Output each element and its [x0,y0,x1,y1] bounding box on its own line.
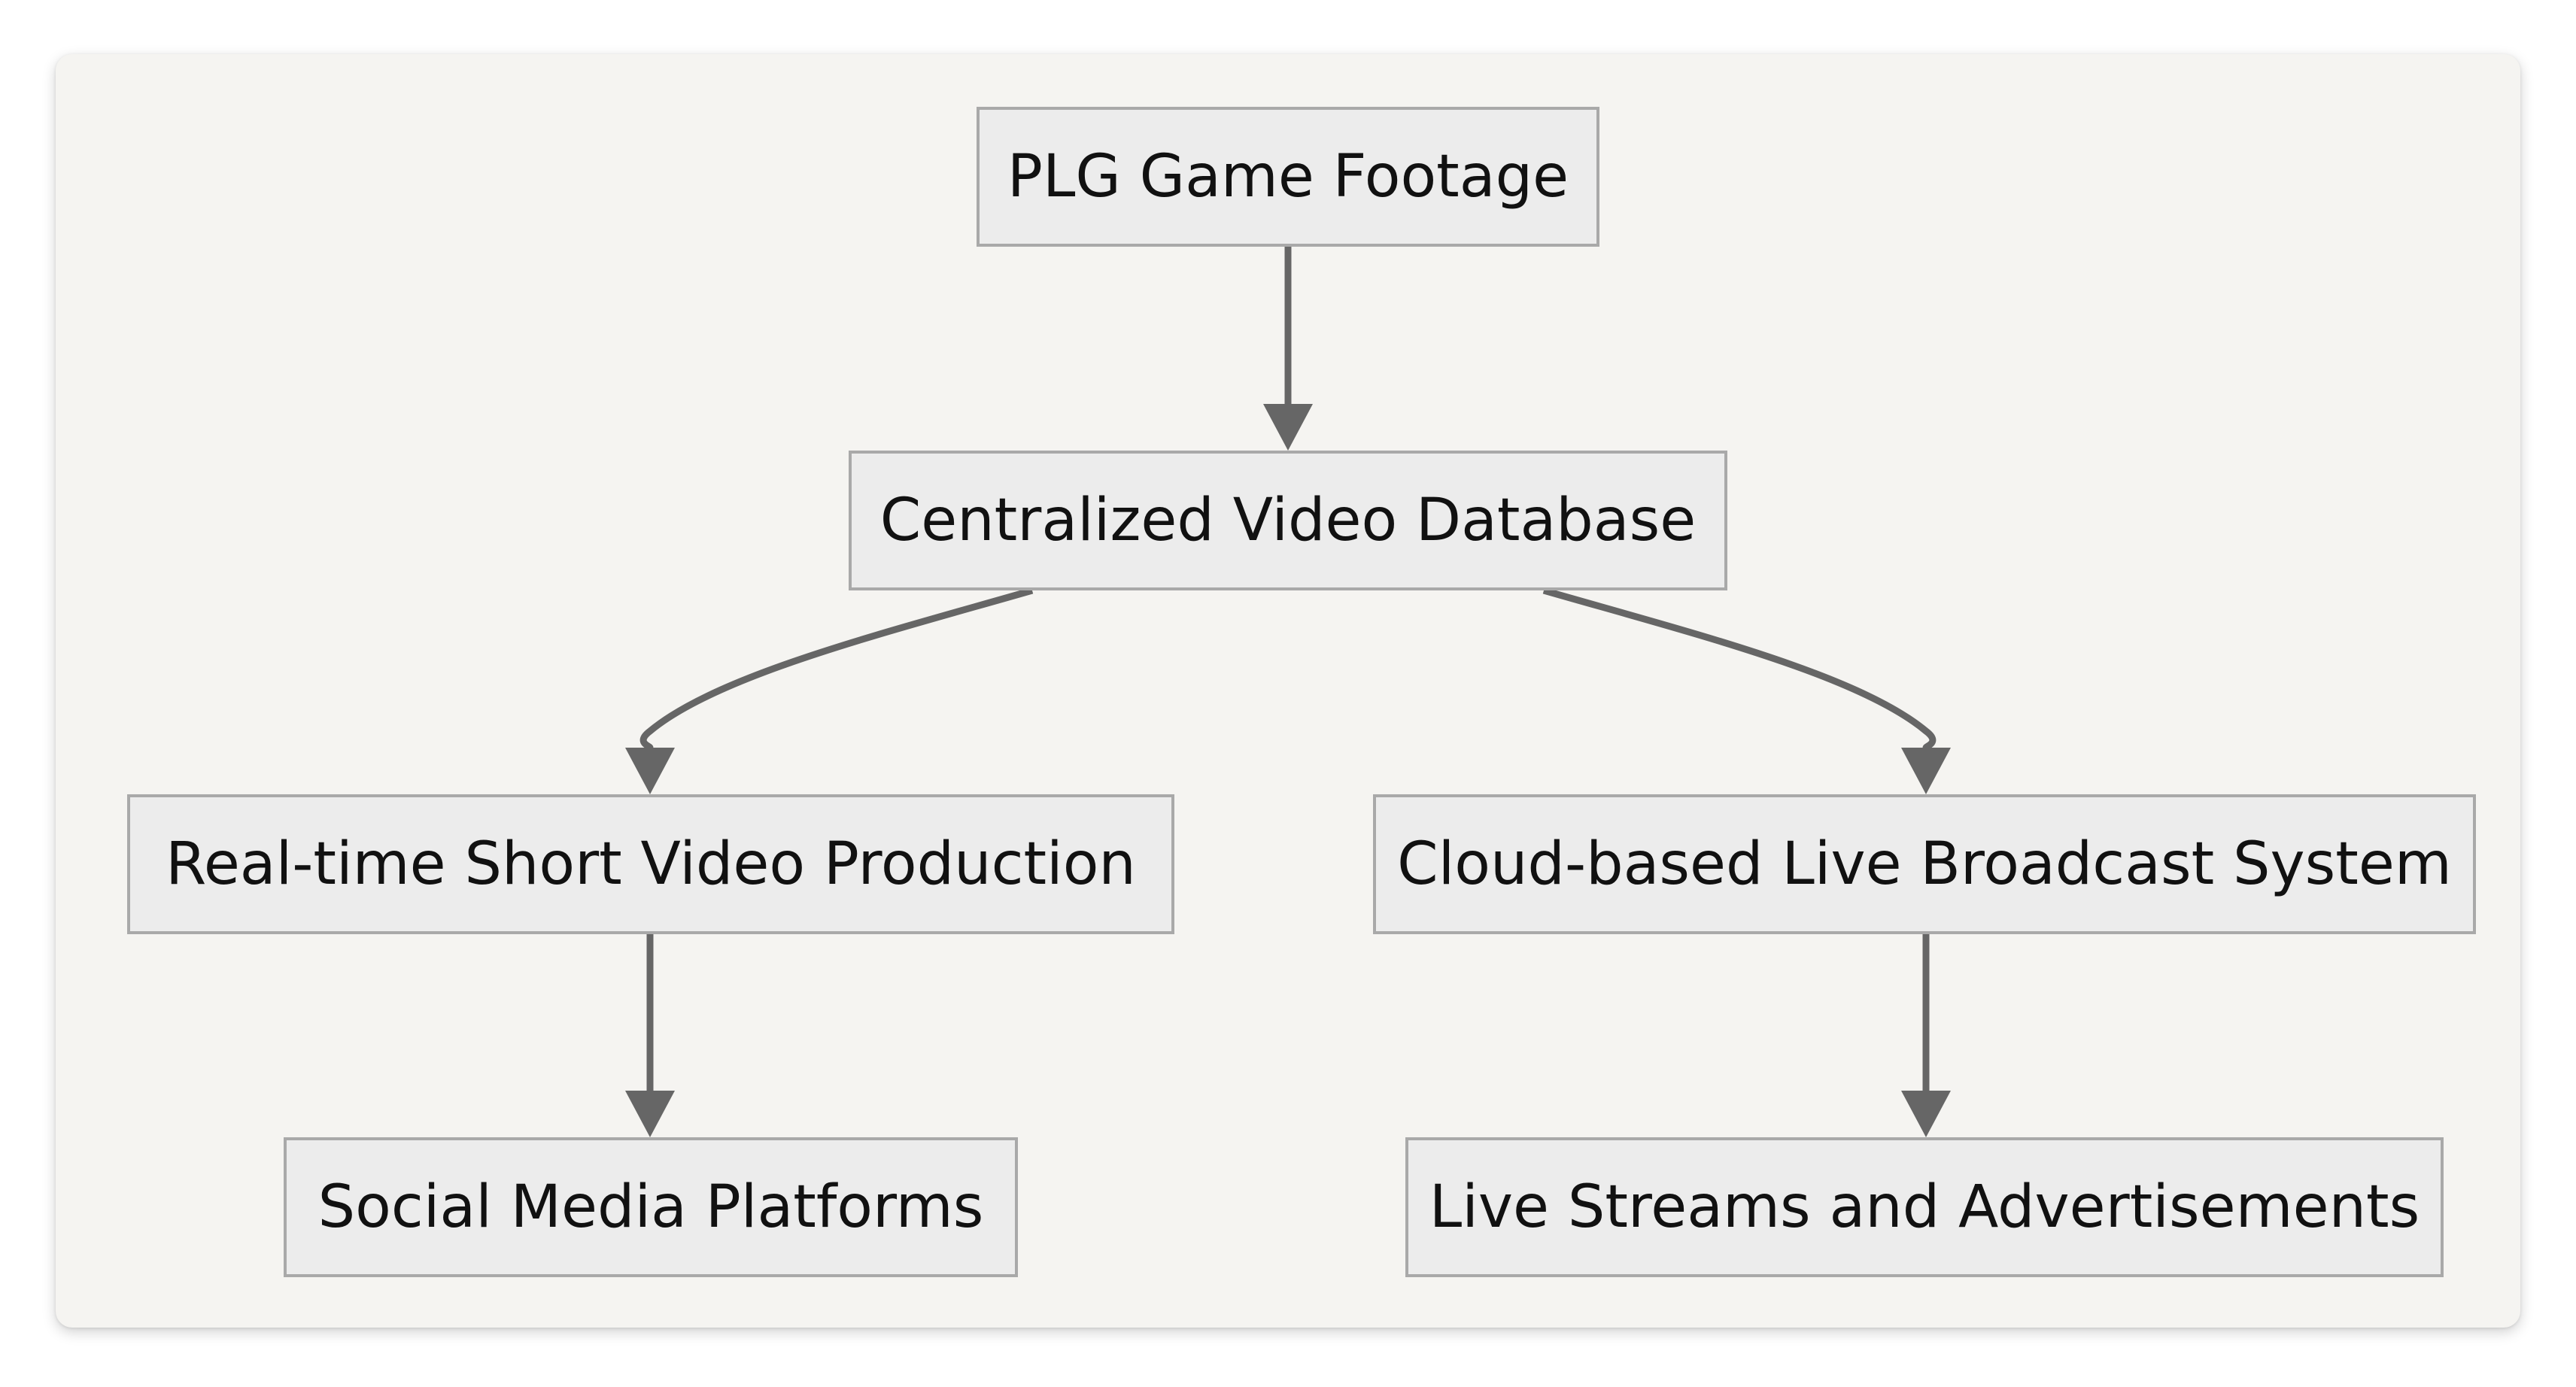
node-label: PLG Game Footage [1007,143,1569,211]
arrowhead-live-broadcast [1901,748,1951,794]
diagram-edges [625,247,1951,1137]
node-plg-game-footage: PLG Game Footage [977,107,1599,247]
node-cloud-based-live-broadcast-system: Cloud-based Live Broadcast System [1373,794,2476,934]
arrowhead-short-video [625,748,675,794]
node-label: Social Media Platforms [317,1173,984,1241]
node-label: Cloud-based Live Broadcast System [1397,830,2452,898]
arrowhead-streams [1901,1091,1951,1137]
node-social-media-platforms: Social Media Platforms [284,1137,1018,1277]
node-label: Real-time Short Video Production [166,830,1136,898]
edge-database-to-live-broadcast [1542,587,1937,751]
node-centralized-video-database: Centralized Video Database [849,451,1727,590]
node-label: Centralized Video Database [879,487,1697,554]
diagram-canvas: PLG Game Footage Centralized Video Datab… [56,54,2520,1328]
node-label: Live Streams and Advertisements [1429,1173,2420,1241]
arrowhead-social [625,1091,675,1137]
arrowhead-database [1263,404,1313,451]
node-live-streams-and-advertisements: Live Streams and Advertisements [1405,1137,2444,1277]
node-real-time-short-video-production: Real-time Short Video Production [127,794,1174,934]
edge-database-to-short-video [639,587,1034,751]
